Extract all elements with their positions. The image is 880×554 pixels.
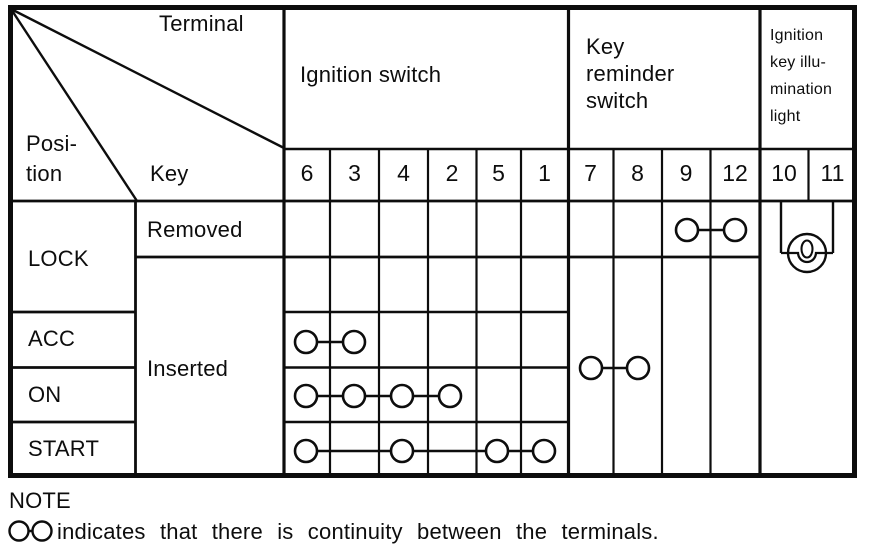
corner-diagonal-lines xyxy=(9,7,285,202)
terminal-number-9: 9 xyxy=(679,160,693,186)
note-continuity-symbol-icon xyxy=(8,520,53,542)
lamp-symbol xyxy=(779,202,835,274)
group-header-ignition-switch: Ignition switch xyxy=(300,62,442,87)
position-label-acc: ACC xyxy=(28,326,76,351)
continuity-mark-on-6-3-4-2 xyxy=(293,383,463,409)
continuity-mark-start-6-4-5-1 xyxy=(293,438,557,464)
key-state-inserted: Inserted xyxy=(147,356,229,381)
terminal-number-4: 4 xyxy=(397,160,410,186)
corner-position-label: Posi- tion xyxy=(26,131,78,186)
position-label-lock: LOCK xyxy=(28,246,89,271)
group-header-key-reminder-switch: Key reminder switch xyxy=(586,34,675,113)
terminal-number-1: 1 xyxy=(538,160,551,186)
terminal-number-5: 5 xyxy=(492,160,505,186)
position-label-start: START xyxy=(28,436,100,461)
position-label-on: ON xyxy=(28,382,62,407)
table-outer-border xyxy=(8,5,857,478)
continuity-mark-acc-6-3 xyxy=(293,329,367,355)
terminal-number-3: 3 xyxy=(348,160,361,186)
table-grid xyxy=(8,5,857,478)
note-text: indicates that there is continuity betwe… xyxy=(57,519,659,544)
terminal-number-6: 6 xyxy=(300,160,314,186)
terminal-number-2: 2 xyxy=(445,160,459,186)
terminal-number-12: 12 xyxy=(722,160,748,186)
terminal-number-8: 8 xyxy=(631,160,644,186)
corner-key-label: Key xyxy=(150,161,189,186)
terminal-number-10: 10 xyxy=(771,160,797,186)
terminal-number-7: 7 xyxy=(584,160,597,186)
continuity-mark-lock-removed-9-12 xyxy=(674,217,748,243)
key-state-removed: Removed xyxy=(147,217,243,242)
continuity-mark-inserted-7-8 xyxy=(578,355,651,381)
group-header-ignition-key-illumination-light: Ignition key illu- mination light xyxy=(770,27,833,125)
note-title: NOTE xyxy=(9,488,71,513)
corner-terminal-label: Terminal xyxy=(159,11,244,36)
bulb-filament-icon xyxy=(800,239,814,259)
terminal-number-11: 11 xyxy=(820,160,845,186)
